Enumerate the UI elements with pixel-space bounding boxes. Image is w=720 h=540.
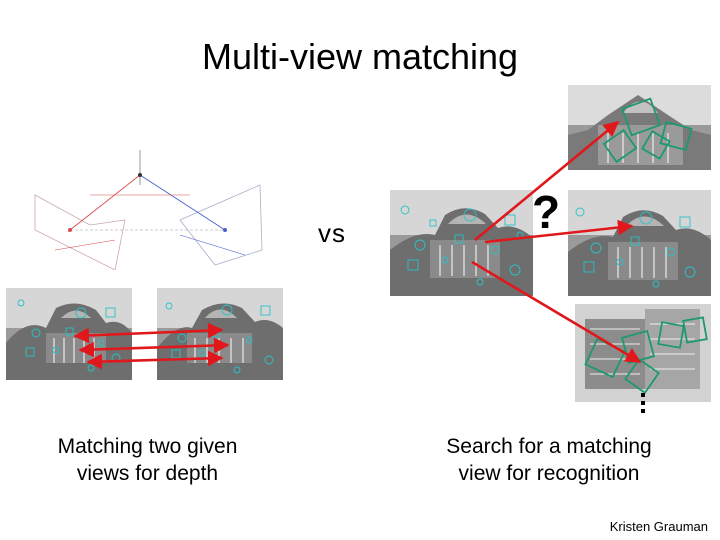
epipolar-geometry-diagram — [34, 150, 263, 270]
database-photo-top — [568, 85, 711, 170]
author-credit: Kristen Grauman — [609, 519, 708, 534]
vs-label: vs — [318, 218, 346, 248]
query-photo — [390, 190, 533, 296]
caption-right-line1: Search for a matching — [446, 435, 652, 458]
caption-right: Search for a matching view for recogniti… — [414, 433, 684, 487]
caption-left-line1: Matching two given — [57, 435, 238, 458]
database-photo-bottom — [575, 304, 711, 402]
building-photo-left-2 — [157, 288, 283, 380]
database-photo-middle — [568, 190, 711, 296]
caption-left: Matching two given views for depth — [25, 433, 270, 487]
building-photo-left-1 — [6, 288, 132, 380]
question-mark: ? — [532, 186, 561, 238]
slide-title: Multi-view matching — [201, 36, 519, 77]
vertical-ellipsis — [639, 393, 647, 417]
caption-right-line2: view for recognition — [458, 462, 640, 485]
caption-left-line2: views for depth — [76, 462, 219, 485]
